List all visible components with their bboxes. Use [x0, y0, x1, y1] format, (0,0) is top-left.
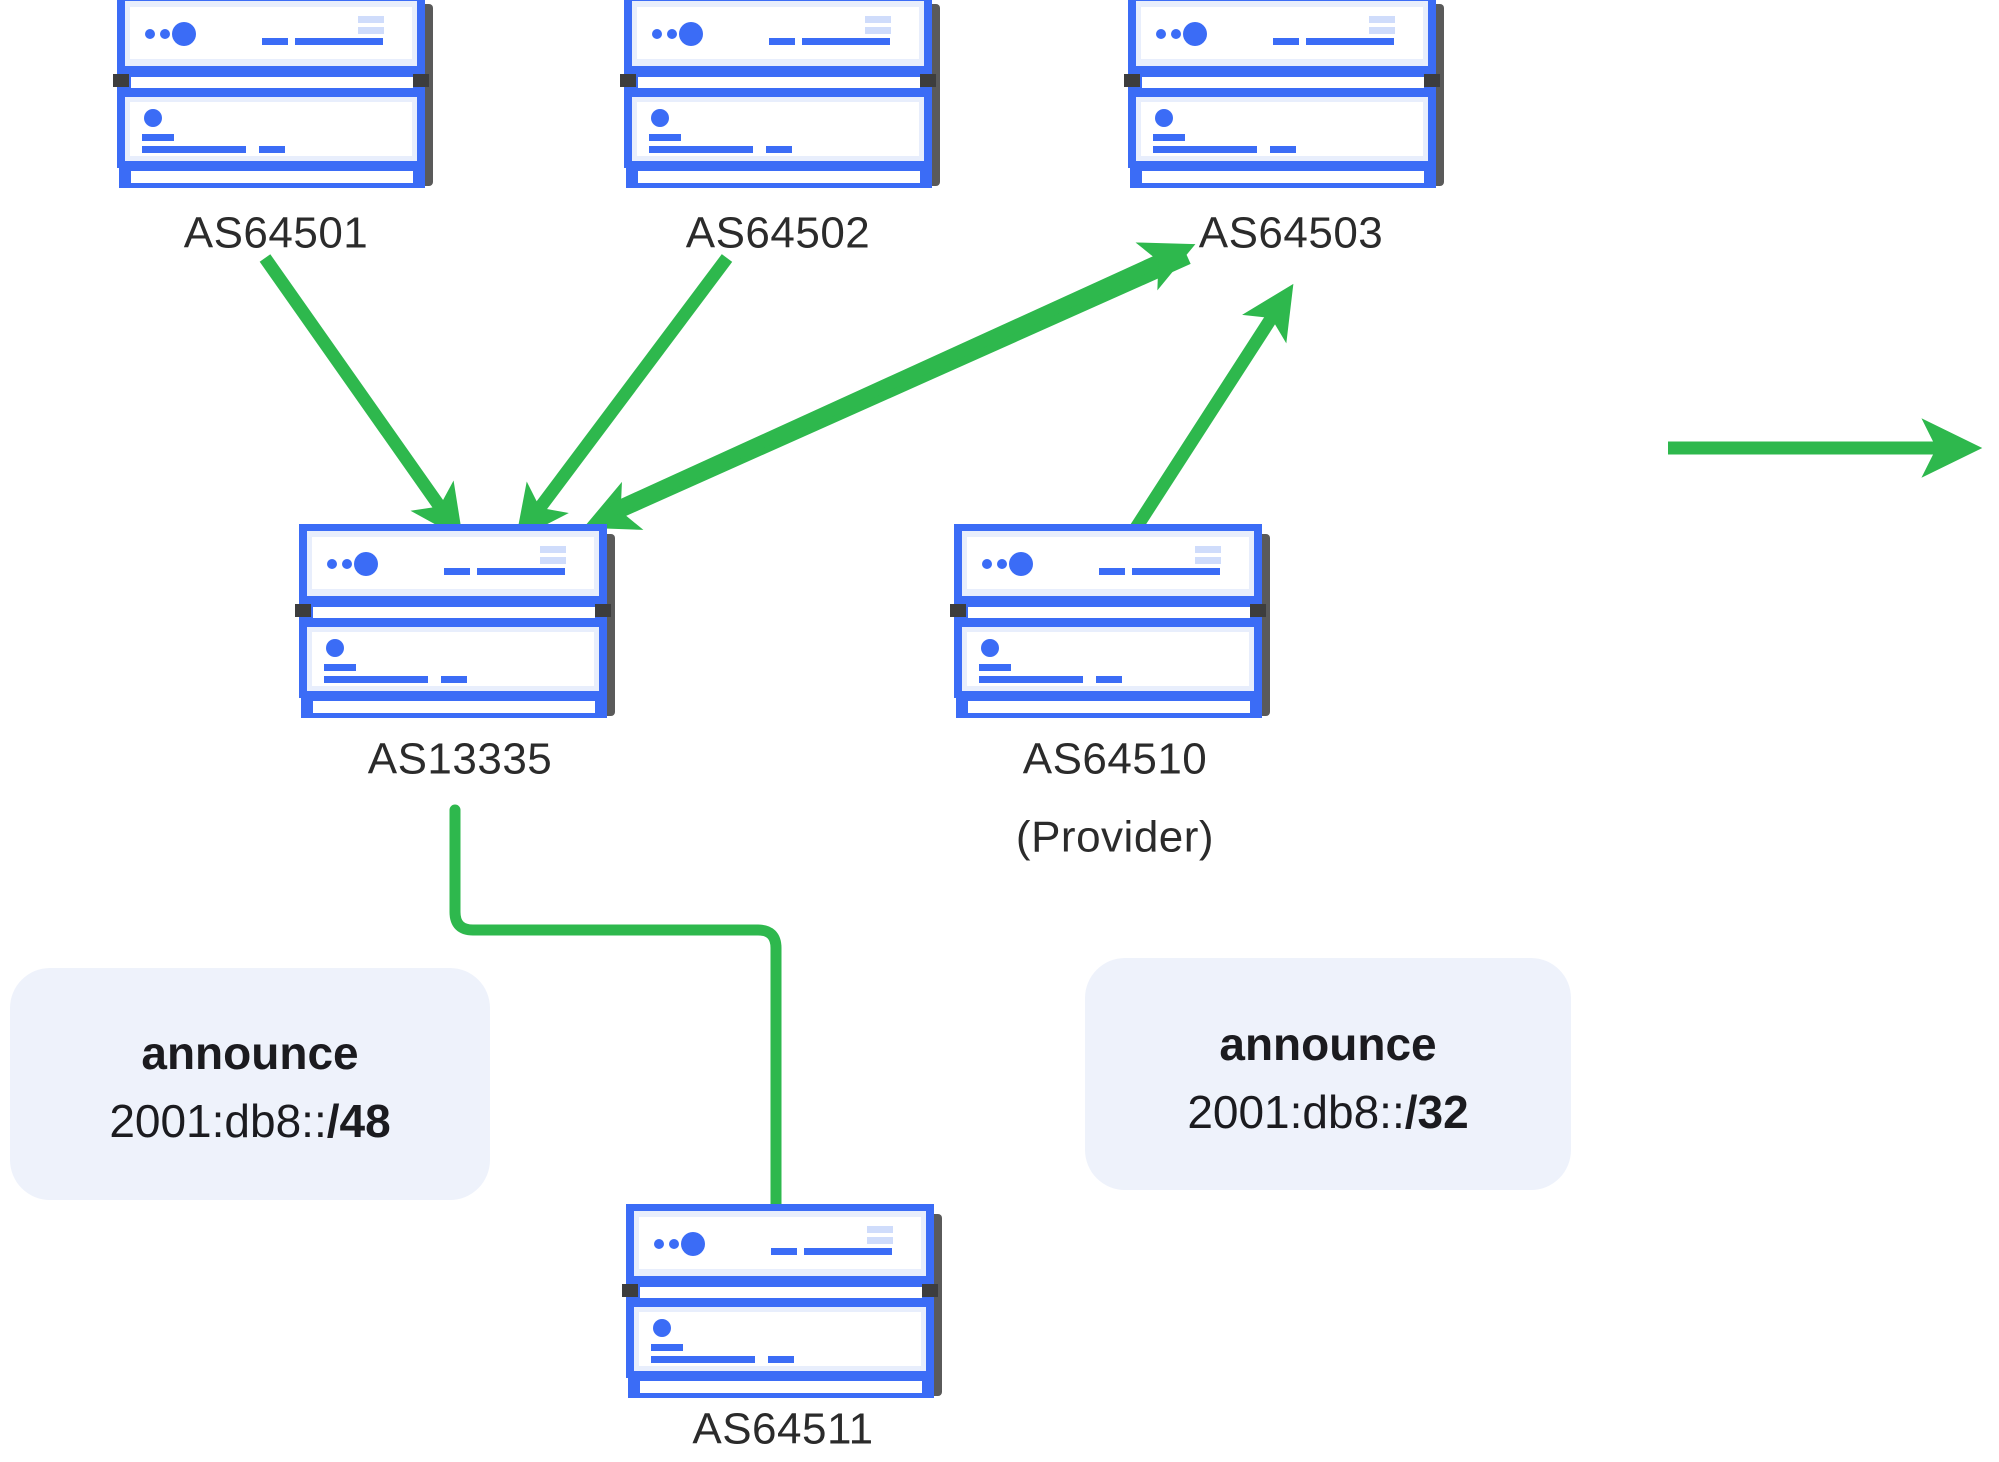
- server-rack-icon: [1124, 0, 1444, 188]
- callout-title-48: announce: [141, 1027, 358, 1079]
- node-label-as64510: AS64510: [1023, 735, 1208, 784]
- server-rack-icon: [113, 0, 433, 188]
- server-rack-icon: [295, 524, 615, 718]
- callout-prefix-48: 2001:db8::/48: [109, 1095, 390, 1147]
- edge-as13335-to-as64511[interactable]: [449, 804, 799, 1257]
- node-label-as13335: AS13335: [368, 735, 553, 784]
- callout-prefix-plain-48: 2001:db8::: [109, 1095, 326, 1147]
- callout-prefix-plain-32: 2001:db8::: [1187, 1086, 1404, 1138]
- callout-background: [10, 968, 490, 1200]
- callout-announce-48[interactable]: announce 2001:db8::/48: [10, 968, 490, 1200]
- callout-prefix-bold-48: /48: [327, 1095, 391, 1147]
- edge-layer: [259, 242, 1294, 1257]
- node-as64503[interactable]: [1124, 0, 1444, 188]
- callout-prefix-32: 2001:db8::/32: [1187, 1086, 1468, 1138]
- node-sublabel-as64510-provider: (Provider): [1016, 813, 1214, 862]
- node-as64510[interactable]: [950, 524, 1270, 718]
- node-as64501[interactable]: [113, 0, 433, 188]
- edge-as64502-to-as13335[interactable]: [515, 254, 733, 541]
- node-label-as64511: AS64511: [692, 1405, 873, 1454]
- callout-announce-32[interactable]: announce 2001:db8::/32: [1085, 958, 1571, 1190]
- server-rack-icon: [622, 1204, 942, 1398]
- node-as64511[interactable]: [622, 1204, 942, 1398]
- edge-as64510-to-as64503[interactable]: [1117, 283, 1294, 552]
- edge-as13335-to-as64503[interactable]: [609, 242, 1196, 516]
- node-label-as64501: AS64501: [184, 209, 369, 258]
- node-label-as64503: AS64503: [1199, 209, 1384, 258]
- callout-title-32: announce: [1219, 1018, 1436, 1070]
- server-rack-icon: [620, 0, 940, 188]
- node-as13335[interactable]: [295, 524, 615, 718]
- node-as64502[interactable]: [620, 0, 940, 188]
- callout-background: [1085, 958, 1571, 1190]
- node-label-layer: AS64501 AS64502 AS64503 AS13335 AS64510 …: [184, 209, 1384, 1454]
- callout-prefix-bold-32: /32: [1405, 1086, 1469, 1138]
- node-label-as64502: AS64502: [686, 209, 871, 258]
- server-rack-icon: [950, 524, 1270, 718]
- edge-as64501-to-as13335[interactable]: [259, 254, 464, 540]
